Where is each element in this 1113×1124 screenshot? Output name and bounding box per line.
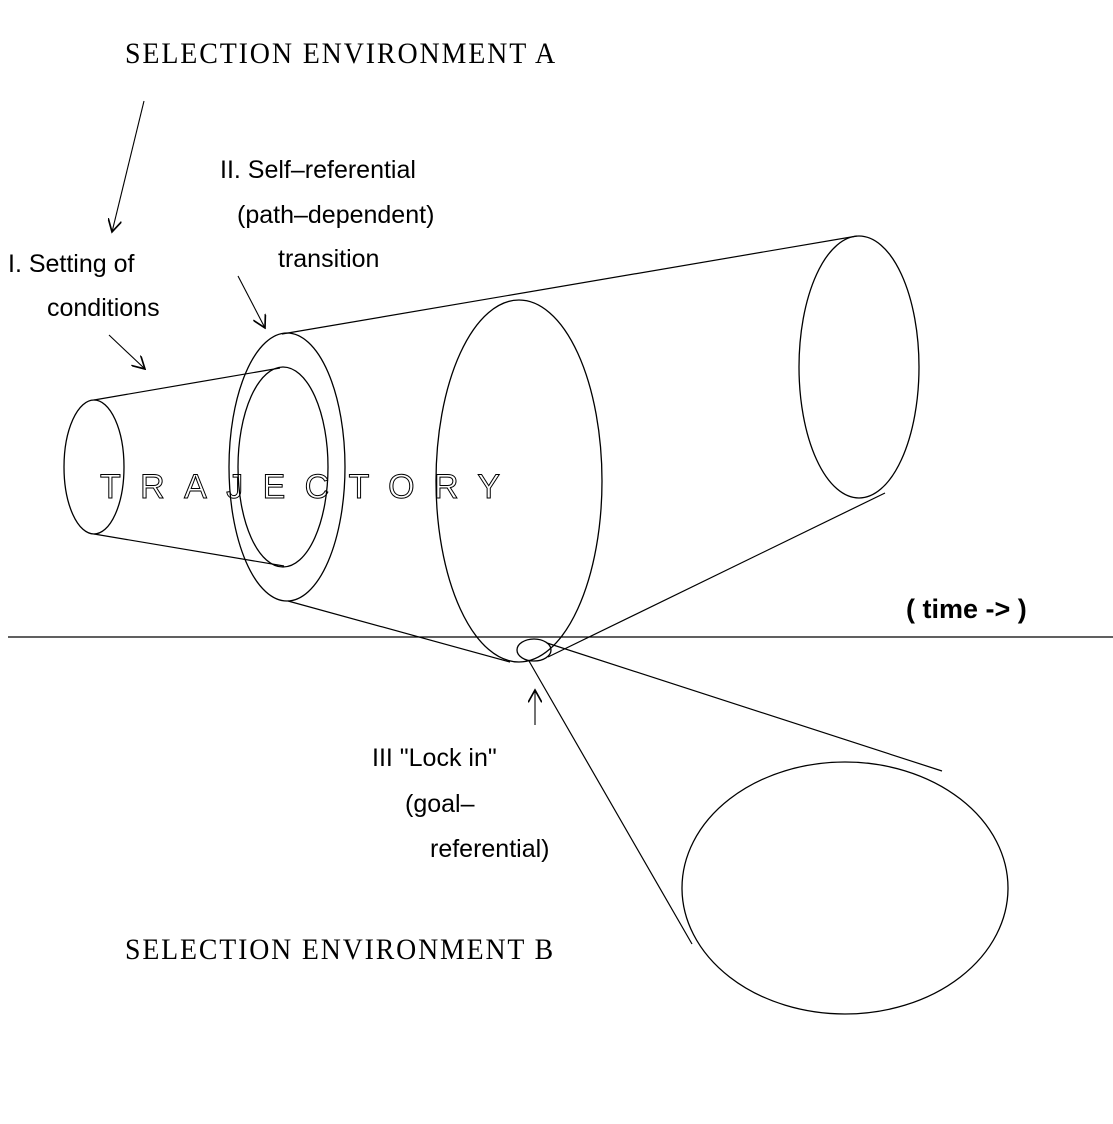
cone1-top-edge bbox=[93, 367, 281, 401]
env-a-arrow bbox=[112, 100, 145, 232]
stage2-inner-ellipse bbox=[237, 366, 329, 568]
stage2-label-line1: II. Self–referential bbox=[220, 156, 416, 184]
lock-in-ellipse bbox=[516, 638, 552, 662]
cone2-top-edge bbox=[281, 235, 858, 335]
trajectory-label: TRAJECTORY bbox=[100, 468, 520, 506]
trajectory-start-ellipse bbox=[63, 399, 125, 535]
stage1-label-line2: conditions bbox=[47, 294, 160, 322]
stage3-label-line3: referential) bbox=[430, 835, 550, 863]
cone1-bottom-edge bbox=[93, 533, 285, 567]
stage2-arrow bbox=[237, 275, 265, 328]
env-a-label: SELECTION ENVIRONMENT A bbox=[125, 37, 557, 70]
environment-b-ellipse bbox=[681, 761, 1009, 1015]
middle-ellipse bbox=[435, 299, 603, 663]
time-axis-label: ( time -> ) bbox=[906, 594, 1027, 624]
stage3-label-line2: (goal– bbox=[405, 790, 475, 818]
stage1-arrow bbox=[108, 334, 145, 369]
far-upper-ellipse bbox=[798, 235, 920, 499]
cone2-bottom-edge bbox=[287, 600, 511, 663]
env-b-label: SELECTION ENVIRONMENT B bbox=[125, 933, 555, 966]
stage2-label-line2: (path–dependent) bbox=[237, 201, 434, 229]
stage1-label-line1: I. Setting of bbox=[8, 250, 135, 278]
stage2-label-line3: transition bbox=[278, 245, 379, 273]
lower-cone-top-edge bbox=[546, 642, 943, 772]
stage3-label-line1: III "Lock in" bbox=[372, 744, 497, 772]
upper-cone-lower-edge bbox=[547, 492, 886, 658]
lower-cone-bottom-edge bbox=[528, 660, 693, 945]
